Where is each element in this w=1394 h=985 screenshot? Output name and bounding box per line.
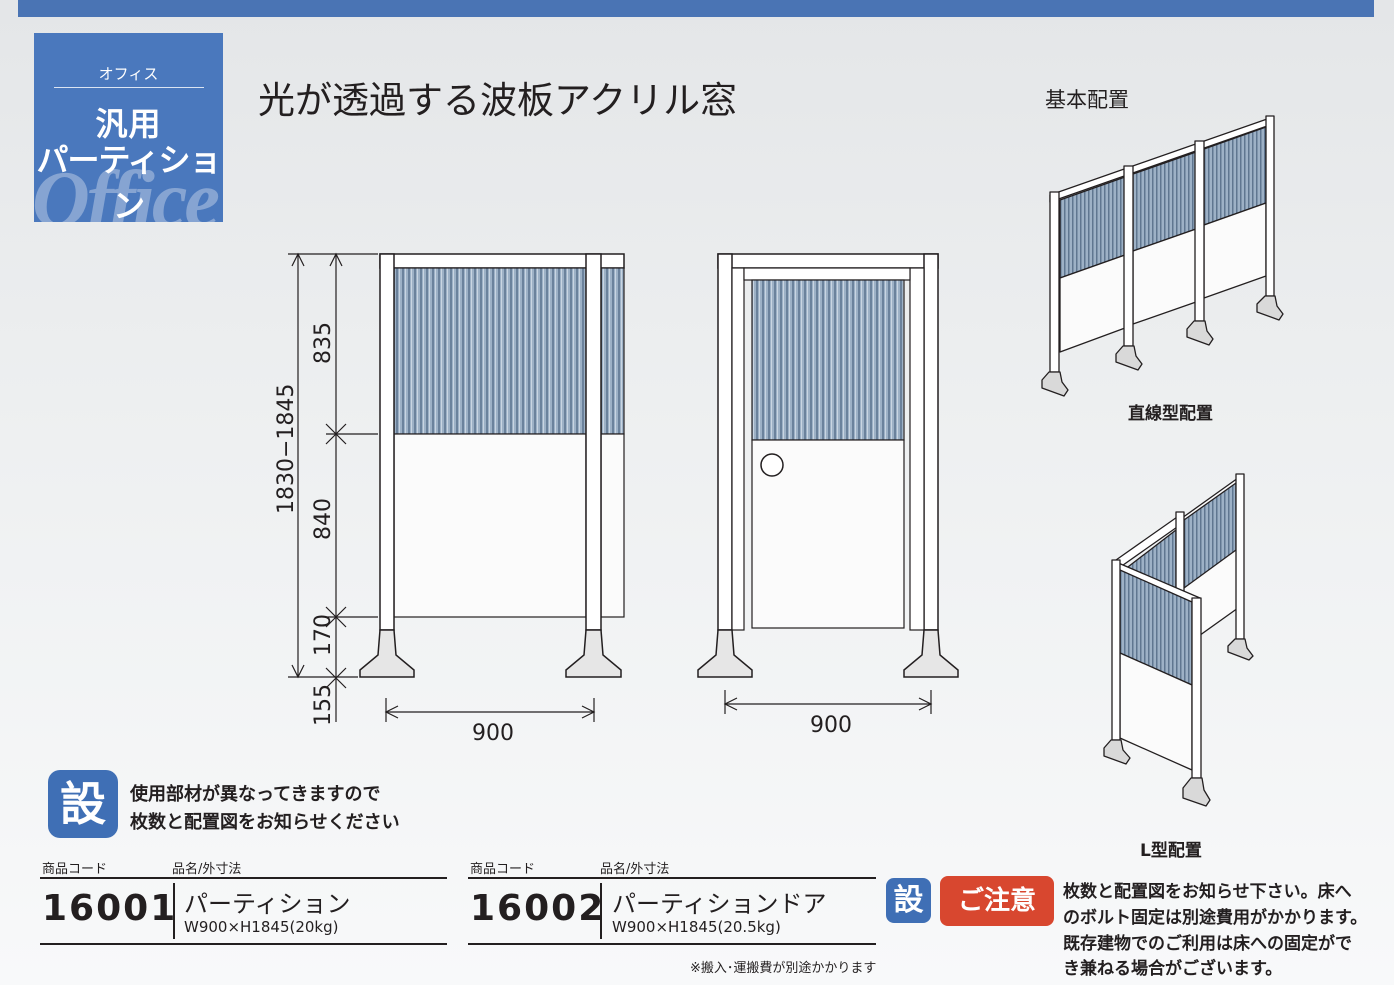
badge-title-line2: パーティション	[36, 141, 221, 222]
dim-foot: 155	[311, 684, 336, 726]
product1-name: パーティション	[184, 890, 351, 918]
door-elevation-drawing: 900	[697, 253, 959, 738]
product1-code: 16001	[42, 888, 178, 929]
shipping-footnote: ※搬入･運搬費が別途かかります	[690, 961, 877, 976]
basic-layout-title: 基本配置	[1045, 88, 1129, 112]
page-headline: 光が透過する波板アクリル窓	[258, 79, 738, 122]
dim-upper: 835	[311, 322, 336, 364]
product2-code: 16002	[470, 888, 606, 929]
product2-code-label: 商品コード	[470, 862, 536, 877]
caution-line1: 枚数と配置図をお知らせ下さい。床へ	[1063, 882, 1352, 902]
product1-divider	[173, 883, 175, 939]
top-accent-bar	[18, 0, 1374, 17]
product1-name-label: 品名/外寸法	[172, 862, 242, 877]
install-required-icon-small: 設	[886, 878, 931, 923]
product2-name-label: 品名/外寸法	[600, 862, 670, 877]
badge-category: オフィス	[98, 65, 159, 83]
dim-lower: 170	[311, 614, 336, 656]
install-note-line2: 枚数と配置図をお知らせください	[130, 812, 400, 833]
door-knob-icon	[760, 453, 784, 477]
product2-top-rule	[468, 877, 876, 879]
product2-bottom-rule	[468, 943, 876, 945]
install-required-icon: 設	[48, 770, 118, 838]
dim-width-partition: 900	[472, 721, 514, 746]
badge-watermark: Office	[34, 156, 220, 222]
l-layout-illustration	[1103, 473, 1254, 807]
category-badge: オフィス 汎用 パーティション Office	[34, 33, 223, 222]
product2-name: パーティションドア	[612, 890, 827, 918]
product1-spec: W900×H1845(20kg)	[184, 918, 339, 936]
badge-title-line1: 汎用	[95, 105, 162, 143]
dim-middle: 840	[311, 498, 336, 540]
product1-top-rule	[40, 877, 447, 879]
product2-spec: W900×H1845(20.5kg)	[612, 918, 781, 936]
dim-total-height: 1830−1845	[274, 384, 299, 514]
install-note-line1: 使用部材が異なってきますので	[130, 784, 381, 805]
caution-line3: 既存建物でのご利用は床への固定がで	[1063, 934, 1352, 954]
l-layout-caption: L型配置	[1140, 841, 1202, 861]
badge-divider	[54, 87, 204, 88]
straight-layout-caption: 直線型配置	[1128, 404, 1213, 424]
partition-elevation-drawing: 1830−1845 835 840 170 155 900	[274, 252, 625, 746]
dim-width-door: 900	[810, 713, 852, 738]
caution-line4: き兼ねる場合がございます。	[1063, 959, 1283, 979]
caution-line2: のボルト固定は別途費用がかかります。	[1063, 908, 1368, 928]
product1-code-label: 商品コード	[42, 862, 108, 877]
product1-bottom-rule	[40, 943, 447, 945]
caution-badge: ご注意	[940, 876, 1054, 926]
product2-divider	[600, 883, 602, 939]
straight-layout-illustration	[1041, 115, 1284, 397]
